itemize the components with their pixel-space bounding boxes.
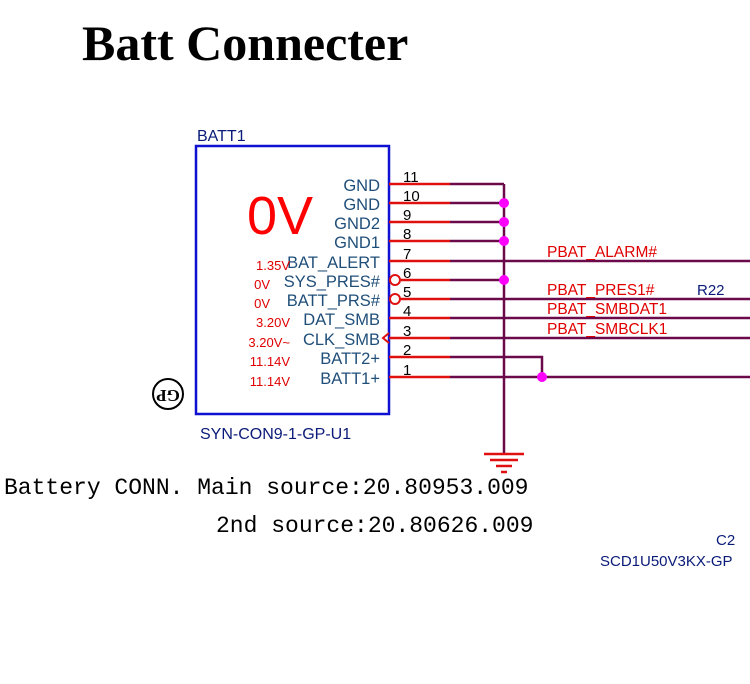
pin-name: BAT_ALERT: [287, 254, 380, 272]
pin-1[interactable]: 1 BATT1+ 11.14V: [250, 362, 450, 389]
pin-name: DAT_SMB: [303, 311, 380, 329]
pin-number: 7: [403, 246, 411, 263]
junction-dot: [537, 372, 547, 382]
pin-voltage: 0V: [254, 277, 270, 292]
green-part-mark-icon: GP: [152, 378, 184, 410]
clock-input-icon: [381, 332, 390, 344]
note-main-source: Battery CONN. Main source:20.80953.009: [4, 475, 529, 501]
inversion-bubble-icon: [389, 293, 401, 305]
pin-5[interactable]: 5 BATT_PRS# 0V: [254, 284, 450, 311]
pin-name: BATT2+: [320, 350, 380, 368]
pin-number: 2: [403, 342, 411, 359]
ground-icon: [484, 452, 524, 474]
page-title: Batt Connecter: [82, 15, 408, 71]
pin-voltage: 3.20V: [256, 315, 290, 330]
pin-name: BATT1+: [320, 370, 380, 388]
pin-number: 5: [403, 284, 411, 301]
pin-number: 8: [403, 226, 411, 243]
pin-name: GND1: [334, 234, 380, 252]
pin-number: 4: [403, 303, 411, 320]
junctions: [499, 198, 547, 382]
pin-10[interactable]: 10 GND: [343, 188, 450, 214]
pin-number: 9: [403, 207, 411, 224]
note-second-source: 2nd source:20.80626.009: [216, 513, 533, 539]
junction-dot: [499, 275, 509, 285]
capacitor-part-number: SCD1U50V3KX-GP: [600, 553, 733, 570]
pin-voltage: 0V: [254, 296, 270, 311]
pin-voltage: 1.35V: [256, 258, 290, 273]
pin-4[interactable]: 4 DAT_SMB 3.20V: [256, 303, 450, 330]
svg-text:GP: GP: [156, 386, 180, 405]
pin-name: GND: [343, 177, 380, 195]
pin-name: CLK_SMB: [303, 331, 380, 349]
wires: [450, 182, 750, 453]
inversion-bubble-icon: [389, 274, 401, 286]
component-refdes: BATT1: [197, 128, 246, 145]
junction-dot: [499, 236, 509, 246]
pin-name: BATT_PRS#: [287, 292, 381, 310]
capacitor-refdes: C2: [716, 532, 735, 549]
pin-number: 3: [403, 323, 411, 340]
status-voltage: 0V: [247, 186, 313, 246]
pin-8[interactable]: 8 GND1: [334, 226, 450, 252]
pin-11[interactable]: 11 GND: [343, 169, 450, 195]
pin-voltage: 3.20V~: [248, 335, 290, 350]
pin-3[interactable]: 3 CLK_SMB 3.20V~: [248, 323, 450, 350]
net-label-alarm: PBAT_ALARM#: [547, 244, 657, 261]
net-label-smbdat: PBAT_SMBDAT1: [547, 301, 667, 318]
junction-dot: [499, 217, 509, 227]
junction-dot: [499, 198, 509, 208]
pin-6[interactable]: 6 SYS_PRES# 0V: [254, 265, 450, 292]
net-label-pres: PBAT_PRES1#: [547, 282, 655, 299]
pin-name: SYS_PRES#: [284, 273, 381, 291]
pin-number: 1: [403, 362, 411, 379]
component-part-number: SYN-CON9-1-GP-U1: [200, 426, 351, 443]
pin-number: 11: [403, 169, 419, 186]
pin-number: 10: [403, 188, 420, 205]
pin-voltage: 11.14V: [250, 354, 291, 369]
pin-number: 6: [403, 265, 411, 282]
pin-2[interactable]: 2 BATT2+ 11.14V: [250, 342, 450, 369]
pin-9[interactable]: 9 GND2: [334, 207, 450, 233]
pin-name: GND2: [334, 215, 380, 233]
pin-name: GND: [343, 196, 380, 214]
wire-batt2[interactable]: [450, 355, 544, 377]
resistor-refdes: R22: [697, 282, 725, 299]
net-label-smbclk: PBAT_SMBCLK1: [547, 321, 667, 338]
pin-voltage: 11.14V: [250, 374, 291, 389]
